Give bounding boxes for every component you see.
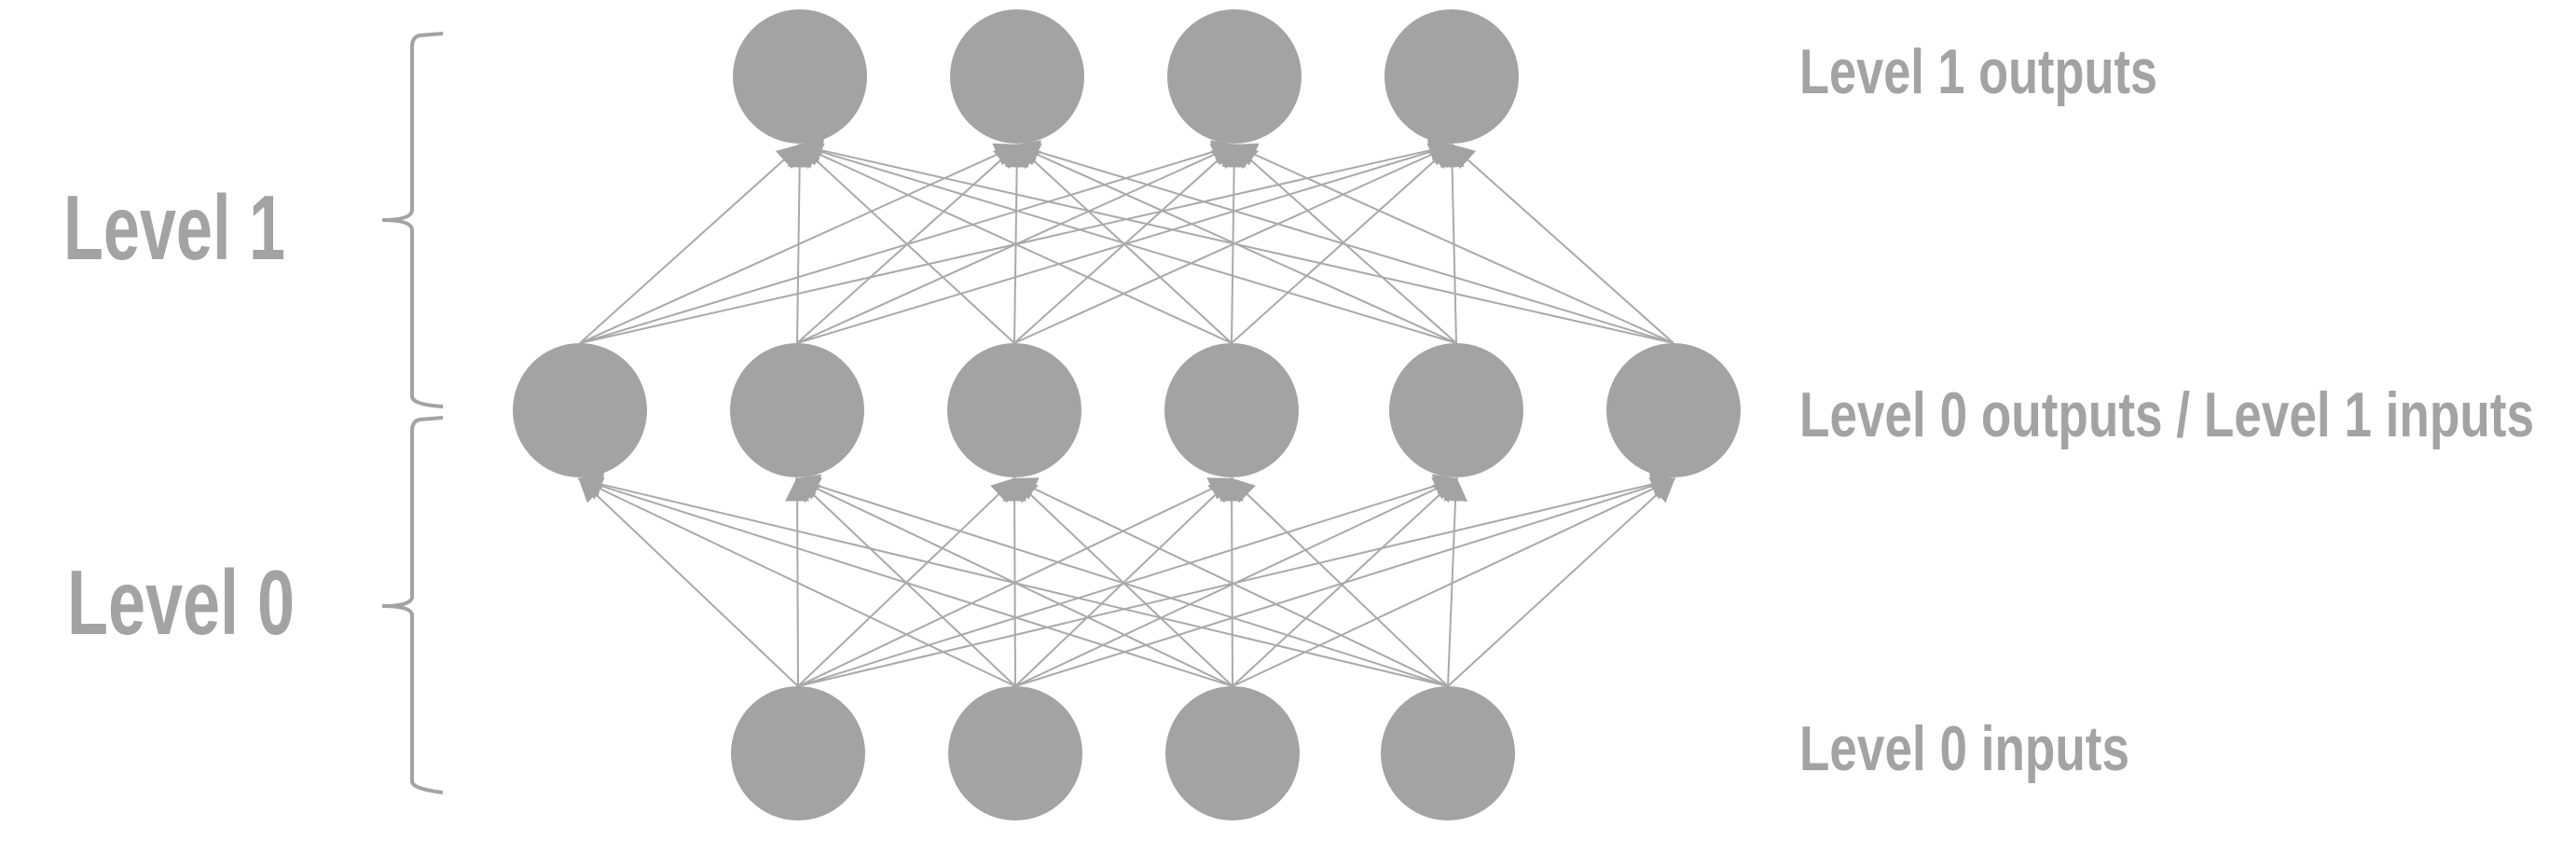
edge-bot3-mid1 [794, 474, 1449, 687]
middle-node-6 [1606, 343, 1741, 477]
edge-mid4-top0 [797, 140, 1457, 344]
middle-node-5 [1389, 343, 1523, 477]
edge-mid2-top0 [798, 144, 1015, 344]
level0-input-node-3 [1165, 686, 1300, 820]
level1-output-node-3 [1167, 9, 1302, 144]
edge-bot1-mid0 [577, 477, 1016, 687]
edge-bot3-mid3 [1230, 477, 1449, 687]
level0-outputs-level1-inputs-label: Level 0 outputs / Level 1 inputs [1799, 379, 2534, 450]
level1-outputs-label: Level 1 outputs [1799, 36, 2157, 107]
level1-output-node-2 [950, 9, 1084, 144]
edge-bot3-mid5 [1447, 477, 1675, 687]
edge-mid5-top1 [1014, 140, 1674, 344]
level1-label: Level 1 [63, 176, 285, 279]
middle-node-4 [1164, 343, 1299, 477]
connection-edges [577, 138, 1676, 687]
middle-node-3 [947, 343, 1081, 477]
edge-mid3-top0 [797, 143, 1233, 344]
level1-output-node-4 [1384, 9, 1519, 144]
level0-brace [381, 416, 444, 794]
edge-bot2-mid0 [577, 474, 1233, 687]
level0-inputs-label: Level 0 inputs [1799, 713, 2129, 784]
level0-input-node-4 [1381, 686, 1515, 820]
edge-mid0-top0 [579, 144, 802, 344]
edge-mid5-top2 [1232, 143, 1674, 344]
edge-bot2-mid4 [1232, 477, 1458, 687]
level0-label: Level 0 [67, 551, 295, 654]
middle-node-1 [513, 343, 647, 477]
network-nodes [513, 9, 1741, 820]
level0-input-node-2 [948, 686, 1082, 820]
level0-input-node-1 [731, 686, 865, 820]
edge-mid5-top3 [1450, 144, 1674, 344]
edge-bot3-mid0 [577, 472, 1449, 687]
middle-node-2 [730, 343, 864, 477]
edge-bot0-mid0 [578, 477, 799, 687]
level1-output-node-1 [733, 9, 867, 144]
edge-mid1-top0 [787, 143, 812, 344]
edge-bot1-mid4 [1014, 477, 1459, 687]
edge-mid3-top1 [1015, 144, 1233, 344]
edge-bot3-mid2 [1012, 477, 1449, 687]
edge-bot0-mid4 [797, 474, 1459, 687]
edge-mid3-top3 [1231, 144, 1453, 344]
level1-brace [381, 32, 444, 408]
edge-mid5-top0 [797, 138, 1674, 344]
edge-bot3-mid4 [1443, 476, 1468, 687]
